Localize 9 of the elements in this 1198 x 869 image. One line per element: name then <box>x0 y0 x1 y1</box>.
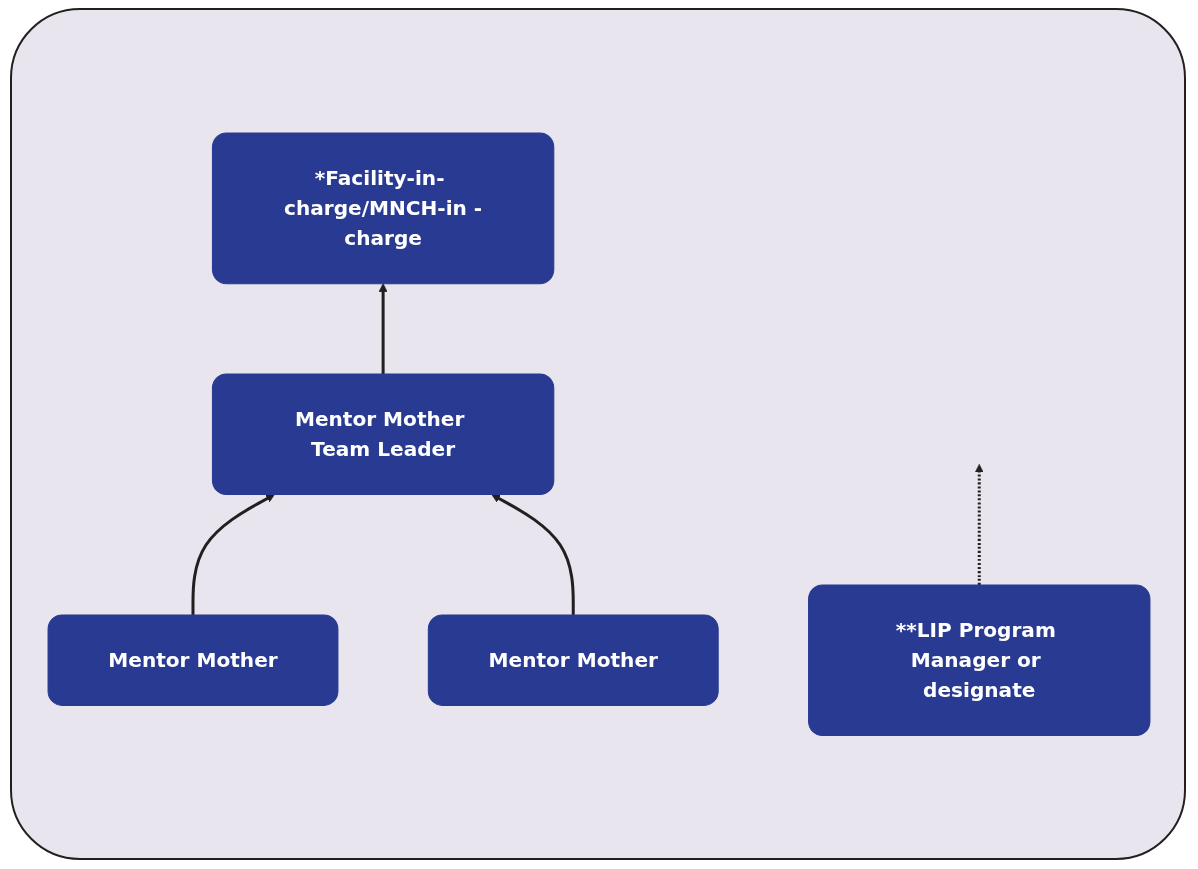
arrow <box>378 283 388 374</box>
node-box: Mentor Mother <box>47 614 339 706</box>
arrow <box>191 493 275 615</box>
node-box: Mentor Mother Team Leader <box>211 373 555 495</box>
node-box: Mentor Mother <box>427 614 719 706</box>
arrow <box>974 463 984 585</box>
arrow <box>491 493 575 615</box>
node-box: **LIP Program Manager or designate <box>808 584 1151 736</box>
node-box: *Facility-in- charge/MNCH-in -charge <box>211 132 555 284</box>
